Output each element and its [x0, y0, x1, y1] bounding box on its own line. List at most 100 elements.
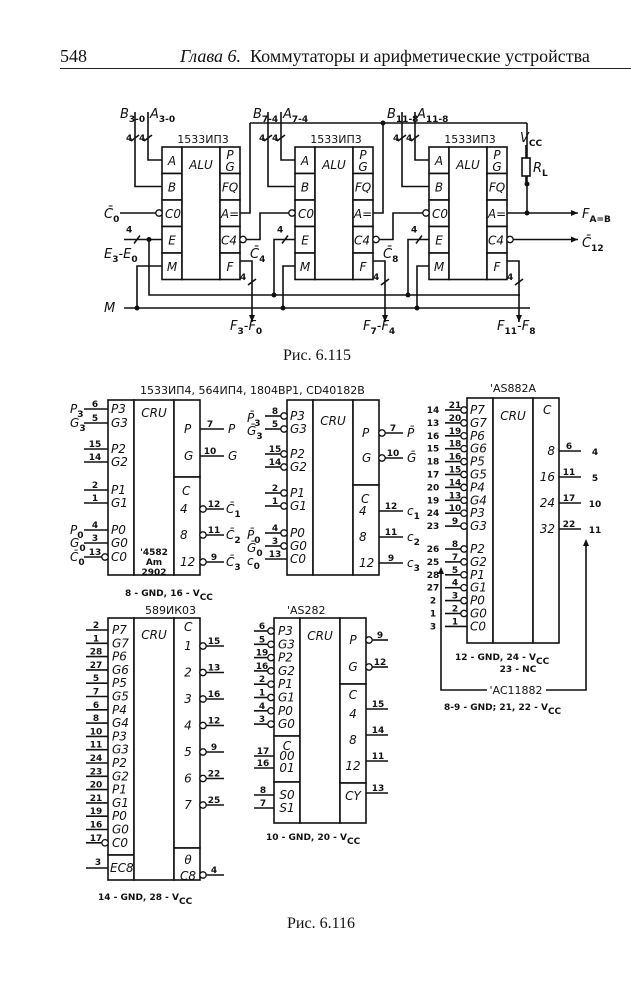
external-signal-label: C̄0 — [70, 550, 85, 568]
core-label: CRU — [307, 629, 333, 643]
external-signal-label: G — [228, 449, 237, 463]
inversion-bubble — [267, 706, 275, 715]
pin-number: 7 — [260, 799, 266, 809]
pin-label-g3: G3 — [290, 422, 307, 436]
nc-note: 23 - NC — [500, 665, 537, 675]
inversion-bubble — [280, 542, 288, 550]
bus-f-output — [240, 260, 253, 322]
pin-label-b: B — [435, 181, 443, 195]
bus-slash — [415, 235, 423, 244]
carry-output-label: 12 — [180, 555, 195, 569]
core-label: ALU — [455, 158, 480, 172]
c-input-block — [273, 735, 301, 783]
inversion-bubble — [460, 457, 468, 466]
external-signal-label: c1 — [407, 504, 420, 522]
alt-pin-number: 3 — [430, 622, 436, 632]
pin-number: 12 — [208, 717, 221, 727]
pin-label-g0: G0 — [470, 607, 487, 621]
arrow-head — [382, 315, 388, 322]
output-label-f: F3-F0 — [230, 319, 262, 337]
pin-cell-f — [486, 252, 508, 281]
pin-number: 22 — [208, 770, 221, 780]
carry-output-label: 4 — [180, 502, 188, 516]
pin-number: 13 — [372, 784, 385, 794]
external-signal-label: P̄3 — [247, 411, 261, 429]
pin-number: 19 — [90, 807, 103, 817]
carry-block-header: C — [349, 688, 358, 702]
alt-pin-number: 25 — [427, 558, 440, 568]
pin-number: 1 — [259, 689, 265, 699]
pin-number: 17 — [257, 747, 270, 757]
pin-number: 9 — [452, 517, 458, 527]
pin-label-p2: P2 — [470, 542, 485, 556]
pin-number: 13 — [208, 664, 221, 674]
input-label-a: A11-8 — [416, 107, 448, 125]
chip-title: 1533ИП4, 564ИП4, 1804ВР1, CD40182B — [140, 384, 365, 397]
pin-number: 1 — [93, 634, 99, 644]
alt-pin-number: 14 — [427, 406, 440, 416]
carry-output-label: 4 — [359, 504, 367, 518]
pin-label-e: E — [301, 234, 309, 248]
carry-output-label: 8 — [547, 444, 555, 458]
pin-label-a-eq: A= — [487, 207, 506, 221]
pin-label-g2: G2 — [278, 664, 295, 678]
c4-inversion-bubble — [239, 235, 247, 244]
pin-label-g3: G3 — [112, 743, 129, 757]
pin-number: 17 — [90, 834, 103, 844]
arrow-head — [571, 210, 578, 216]
inversion-bubble — [365, 663, 373, 671]
external-signal-label: P0 — [70, 523, 84, 541]
pin-number: 11 — [208, 526, 221, 536]
bus-slash — [514, 278, 524, 286]
pin-number: 6 — [566, 442, 572, 452]
carry-output-label: 8 — [180, 528, 188, 542]
pin-label-g3: G3 — [278, 637, 295, 651]
pin-number: 6 — [93, 701, 99, 711]
m-feed-3 — [416, 265, 429, 308]
pin-label-b: B — [168, 181, 176, 195]
carry-block — [352, 484, 380, 576]
inversion-bubble — [267, 667, 275, 675]
bus-f-output — [507, 260, 520, 322]
pin-label-g0: G0 — [111, 536, 128, 550]
c8-block — [173, 847, 201, 881]
power-note: 8-9 - GND; 21, 22 - VCC — [444, 703, 562, 717]
pin-label-p1: P1 — [111, 483, 126, 497]
inversion-bubble — [460, 406, 468, 414]
carry-chain-label: C̄8 — [383, 247, 398, 265]
pin-label-g1: G1 — [278, 691, 295, 705]
figure-caption-6-116: Рис. 6.116 — [287, 915, 355, 932]
alt-pin-number: 10 — [589, 500, 602, 510]
alt-pin-number: 19 — [427, 496, 440, 506]
pin-label-c01: 01 — [279, 761, 294, 775]
inversion-bubble — [199, 668, 207, 677]
pin-label-c0: C0 — [111, 550, 127, 564]
pin-number: 8 — [260, 786, 266, 796]
carry-output-label: 8 — [359, 530, 367, 544]
chapter-title: Коммутаторы и арифметические устройства — [250, 46, 590, 66]
e-feed-3 — [407, 238, 429, 295]
pin-label-p3: P3 — [112, 729, 127, 743]
pin-number: 10 — [204, 447, 217, 457]
carry-output-label: 6 — [184, 772, 192, 786]
inversion-bubble — [101, 553, 109, 561]
pin-label-p7: P7 — [112, 623, 127, 637]
inversion-bubble — [280, 529, 288, 537]
external-signal-label: P — [228, 422, 236, 436]
inversion-bubble — [199, 558, 207, 566]
inversion-bubble — [280, 450, 288, 458]
pin-label-g4: G4 — [112, 716, 129, 730]
inversion-bubble — [280, 463, 288, 471]
e-feed-2 — [273, 238, 295, 295]
inversion-bubble — [267, 680, 275, 689]
inversion-bubble — [460, 545, 468, 553]
alt-pin-number: 16 — [427, 432, 440, 442]
core-label: CRU — [141, 406, 167, 420]
pin-number: 27 — [90, 661, 103, 671]
bus-slash — [281, 235, 289, 244]
pin-number: 3 — [452, 592, 458, 602]
